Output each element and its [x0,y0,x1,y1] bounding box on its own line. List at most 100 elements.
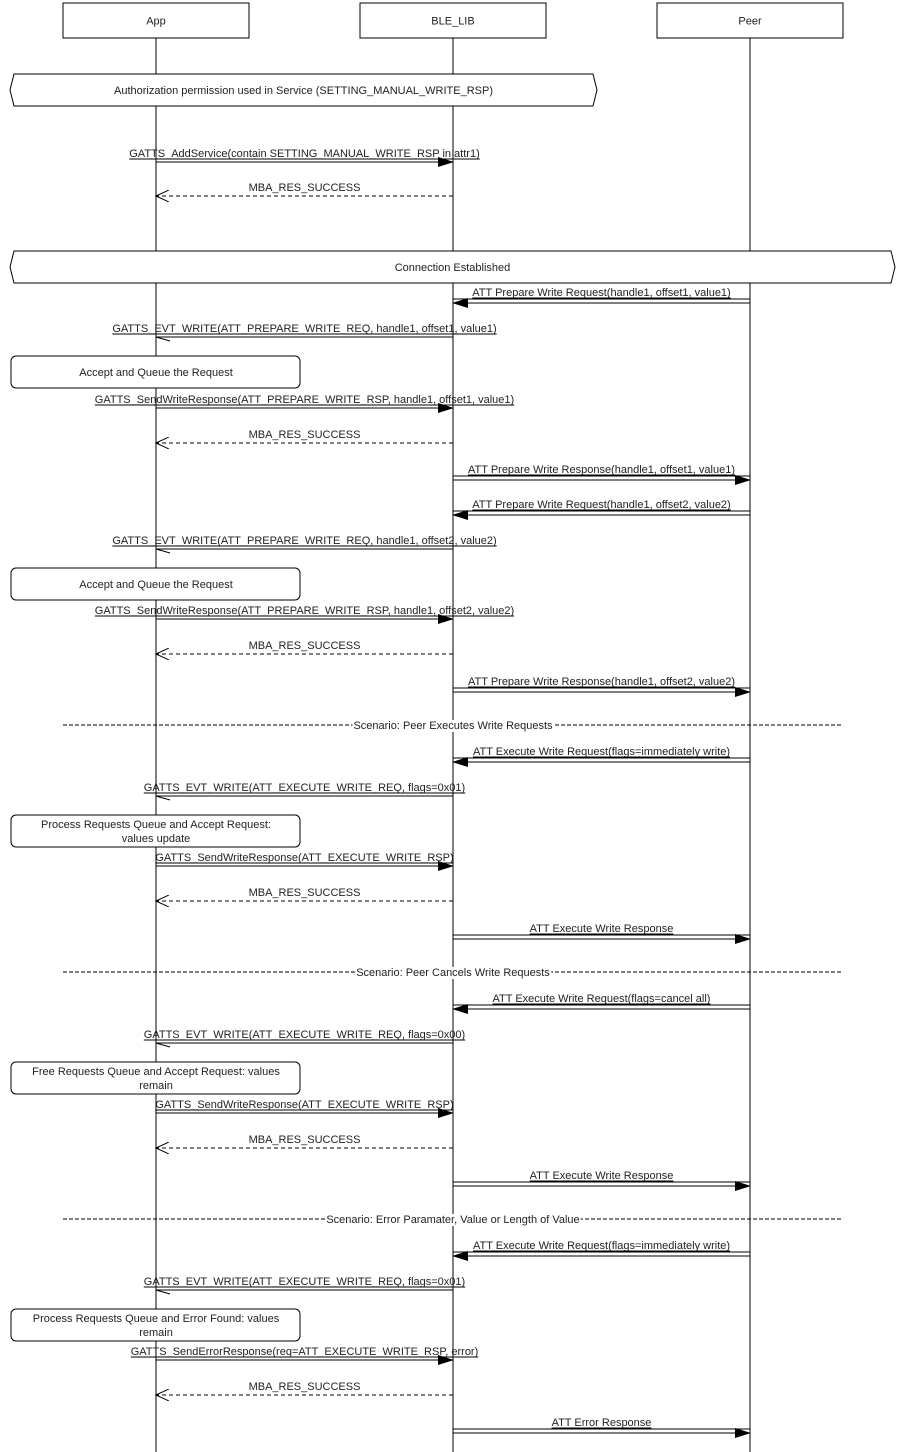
message-call: GATTS_SendWriteResponse(ATT_EXECUTE_WRIT… [155,852,454,871]
note-box: Process Requests Queue and Error Found: … [10,1308,301,1342]
message-label: ATT Execute Write Request(flags=immediat… [473,746,730,758]
message-label: GATTS_SendWriteResponse(ATT_EXECUTE_WRIT… [155,852,453,864]
divider-label: Scenario: Peer Executes Write Requests [353,720,553,732]
note-label: remain [139,1327,173,1339]
message-label: ATT Execute Write Request(flags=immediat… [473,1240,730,1252]
participant-ble-lib: BLE_LIB [359,2,547,39]
message-arrow-barb [155,336,171,342]
divider-label: Scenario: Peer Cancels Write Requests [356,967,550,979]
note-box: Accept and Queue the Request [10,567,301,601]
message-label: MBA_RES_SUCCESS [249,1381,361,1393]
note-shape [10,1308,301,1342]
message-label: GATTS_AddService(contain SETTING_MANUAL_… [129,148,479,160]
note-label: values update [122,833,191,845]
message-call: GATTS_SendWriteResponse(ATT_EXECUTE_WRIT… [155,1099,454,1118]
participant-box [656,2,844,39]
message-label: ATT Prepare Write Request(handle1, offse… [472,287,730,299]
note-label: Process Requests Queue and Accept Reques… [41,819,271,831]
message-air: ATT Execute Write Response [453,923,751,944]
message-return: MBA_RES_SUCCESS [156,640,453,654]
message-air: ATT Execute Write Request(flags=immediat… [452,746,750,767]
scenario-divider: Scenario: Peer Cancels Write Requests [63,967,843,979]
message-air: ATT Execute Write Request(flags=cancel a… [452,993,750,1014]
message-return: MBA_RES_SUCCESS [156,1381,453,1395]
message-label: ATT Execute Write Response [530,923,674,935]
note-shape [10,355,301,389]
message-air: ATT Error Response [453,1417,751,1438]
message-return: MBA_RES_SUCCESS [156,182,453,196]
message-event: GATTS_EVT_WRITE(ATT_EXECUTE_WRITE_REQ, f… [143,1029,466,1048]
message-label: ATT Prepare Write Request(handle1, offse… [472,499,730,511]
banner-label: Connection Established [395,262,511,274]
message-event: GATTS_EVT_WRITE(ATT_EXECUTE_WRITE_REQ, f… [143,782,466,801]
message-air: ATT Execute Write Request(flags=immediat… [452,1240,750,1261]
message-label: GATTS_SendErrorResponse(req=ATT_EXECUTE_… [131,1346,479,1358]
divider-label-bg [355,967,552,979]
scenario-divider: Scenario: Peer Executes Write Requests [63,720,843,732]
message-arrow-barb [155,795,171,801]
message-call: GATTS_SendWriteResponse(ATT_PREPARE_WRIT… [94,605,515,624]
banner-shape [9,73,598,107]
participant-label: BLE_LIB [431,16,474,28]
message-label: GATTS_SendWriteResponse(ATT_EXECUTE_WRIT… [155,1099,453,1111]
message-call: GATTS_SendErrorResponse(req=ATT_EXECUTE_… [130,1346,479,1365]
note-label: Free Requests Queue and Accept Request: … [32,1066,280,1078]
message-event: GATTS_EVT_WRITE(ATT_EXECUTE_WRITE_REQ, f… [143,1276,466,1295]
message-label: GATTS_SendWriteResponse(ATT_PREPARE_WRIT… [95,605,514,617]
divider-label-bg [325,1214,581,1226]
message-label: GATTS_EVT_WRITE(ATT_PREPARE_WRITE_REQ, h… [112,323,496,335]
banner-shape [9,250,896,284]
message-label: MBA_RES_SUCCESS [249,887,361,899]
participant-box [359,2,547,39]
note-label: remain [139,1080,173,1092]
message-arrow-barb [155,548,171,554]
note-label: Accept and Queue the Request [79,579,233,591]
message-call: GATTS_SendWriteResponse(ATT_PREPARE_WRIT… [94,394,515,413]
message-event: GATTS_EVT_WRITE(ATT_PREPARE_WRITE_REQ, h… [112,323,497,342]
banner-label: Authorization permission used in Service… [114,85,493,97]
message-label: GATTS_EVT_WRITE(ATT_EXECUTE_WRITE_REQ, f… [144,782,465,794]
message-air: ATT Execute Write Response [453,1170,751,1191]
scenario-divider: Scenario: Error Paramater, Value or Leng… [63,1214,843,1226]
frame-banner: Connection Established [9,250,896,284]
message-return: MBA_RES_SUCCESS [156,429,453,443]
message-label: MBA_RES_SUCCESS [249,1134,361,1146]
frame-banner: Authorization permission used in Service… [9,73,598,107]
message-arrow-barb [155,1042,171,1048]
message-label: ATT Execute Write Request(flags=cancel a… [493,993,711,1005]
note-label: Process Requests Queue and Error Found: … [33,1313,280,1325]
message-event: GATTS_EVT_WRITE(ATT_PREPARE_WRITE_REQ, h… [112,535,497,554]
note-box: Process Requests Queue and Accept Reques… [10,814,301,848]
participant-label: App [146,16,166,28]
message-label: GATTS_EVT_WRITE(ATT_EXECUTE_WRITE_REQ, f… [144,1276,465,1288]
participant-box [62,2,250,39]
message-label: ATT Prepare Write Response(handle1, offs… [468,676,735,688]
message-label: GATTS_EVT_WRITE(ATT_PREPARE_WRITE_REQ, h… [112,535,496,547]
message-call: GATTS_AddService(contain SETTING_MANUAL_… [129,148,480,167]
participant-app: App [62,2,250,39]
divider-label-bg [352,720,555,732]
message-label: MBA_RES_SUCCESS [249,429,361,441]
message-label: ATT Execute Write Response [530,1170,674,1182]
note-shape [10,567,301,601]
participant-label: Peer [738,16,762,28]
message-label: ATT Prepare Write Response(handle1, offs… [468,464,735,476]
message-label: MBA_RES_SUCCESS [249,640,361,652]
message-air: ATT Prepare Write Response(handle1, offs… [453,676,751,697]
message-label: ATT Error Response [552,1417,652,1429]
message-air: ATT Prepare Write Request(handle1, offse… [452,499,750,520]
note-box: Accept and Queue the Request [10,355,301,389]
message-label: MBA_RES_SUCCESS [249,182,361,194]
note-shape [10,1061,301,1095]
message-return: MBA_RES_SUCCESS [156,887,453,901]
message-arrow-barb [155,1289,171,1295]
message-air: ATT Prepare Write Response(handle1, offs… [453,464,751,485]
participant-peer: Peer [656,2,844,39]
message-air: ATT Prepare Write Request(handle1, offse… [452,287,750,308]
note-box: Free Requests Queue and Accept Request: … [10,1061,301,1095]
note-shape [10,814,301,848]
message-label: GATTS_SendWriteResponse(ATT_PREPARE_WRIT… [95,394,514,406]
message-return: MBA_RES_SUCCESS [156,1134,453,1148]
message-label: GATTS_EVT_WRITE(ATT_EXECUTE_WRITE_REQ, f… [144,1029,465,1041]
